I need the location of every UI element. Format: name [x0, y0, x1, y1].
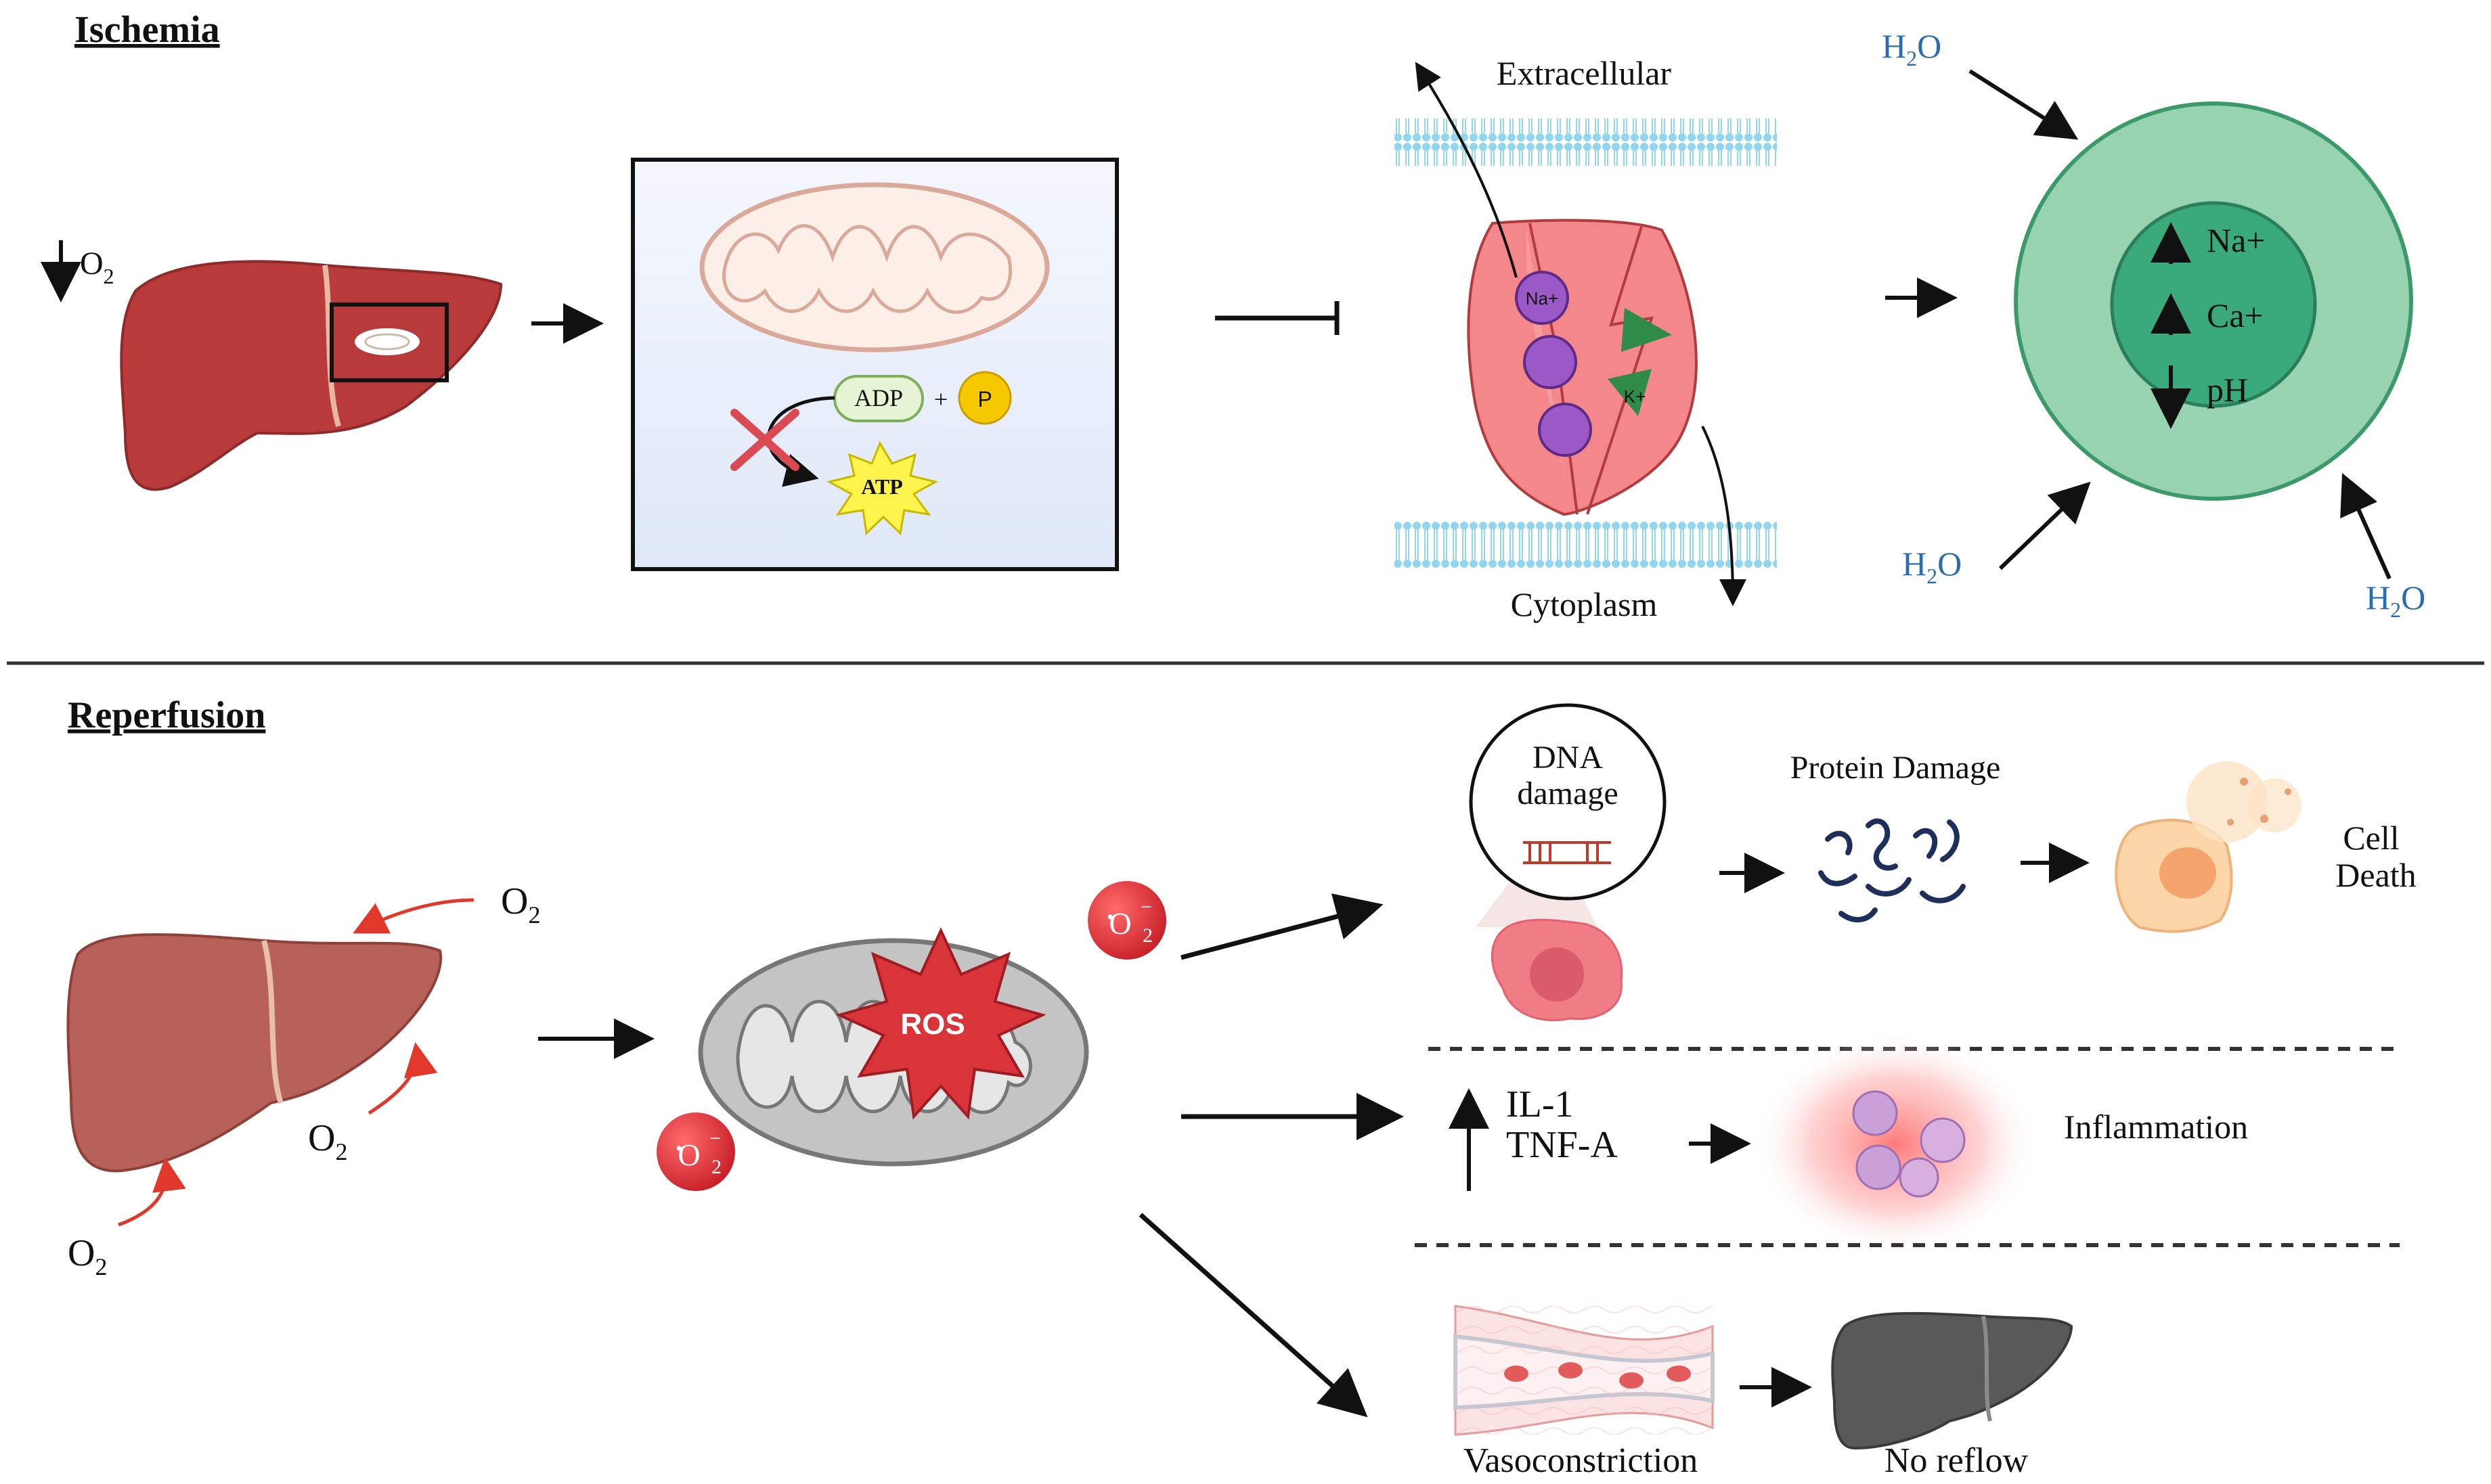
h2o-labels: H2O H2O H2O [1882, 27, 2425, 622]
cell-death-label-2: Death [2335, 856, 2416, 894]
liver-ischemia [120, 260, 503, 491]
no-reflow-label: No reflow [1884, 1441, 2029, 1480]
svg-text:2: 2 [1143, 924, 1153, 947]
constricted-vessel-icon [1453, 1305, 1715, 1436]
inhibition-arrow [1215, 301, 1340, 335]
svg-text:pH: pH [2207, 371, 2248, 409]
svg-text:−: − [1141, 896, 1152, 918]
svg-text:Ca+: Ca+ [2207, 296, 2264, 334]
il1-label: IL-1 [1506, 1083, 1574, 1125]
svg-text:+: + [934, 386, 948, 413]
svg-text:O: O [678, 1138, 700, 1172]
svg-text:O2: O2 [80, 246, 114, 288]
svg-text:DNA: DNA [1533, 740, 1603, 775]
atp-burst-icon [826, 441, 939, 536]
svg-text:ATP: ATP [861, 474, 903, 499]
svg-text:K+: K+ [1624, 386, 1646, 407]
dying-cell [2115, 761, 2301, 933]
protein-damage-label: Protein Damage [1790, 750, 2001, 786]
membrane-bottom [1394, 521, 1777, 568]
na-k-pump: Extracellular Na+ K+ Cytoplasm [1394, 54, 1777, 623]
svg-text:ROS: ROS [900, 1008, 965, 1041]
o2-decrease-indicator: O2 [41, 240, 114, 302]
liver-reperfusion [66, 933, 443, 1173]
svg-text:P: P [977, 387, 992, 411]
svg-text:•: • [676, 1138, 683, 1160]
svg-text:H2O: H2O [1902, 545, 1962, 588]
dna-strand-icon [1523, 841, 1611, 864]
svg-text:−: − [709, 1127, 721, 1150]
mitochondrion-ros: ROS [698, 927, 1089, 1167]
swollen-cell: Na+ Ca+ pH [2014, 102, 2413, 501]
vasoconstriction-label: Vasoconstriction [1463, 1441, 1698, 1480]
svg-text:O2: O2 [308, 1117, 347, 1165]
section-title-ischemia: Ischemia [74, 9, 220, 51]
svg-text:2: 2 [711, 1156, 722, 1178]
dna-damage: DNA damage [1469, 703, 1667, 1022]
superoxide-radical: • O 2 − [1088, 881, 1166, 960]
o2-influx: O2 O2 O2 [68, 880, 540, 1280]
svg-text:Extracellular: Extracellular [1497, 54, 1672, 92]
membrane-top [1394, 118, 1777, 166]
svg-text:Na+: Na+ [2207, 221, 2266, 259]
tnfa-label: TNF-A [1506, 1124, 1618, 1166]
mitochondria-box: ADP + P ATP [631, 158, 1119, 571]
svg-text:ADP: ADP [854, 384, 903, 411]
svg-text:O2: O2 [68, 1232, 107, 1280]
cell-death-label-1: Cell [2343, 819, 2399, 857]
svg-text:O: O [1109, 906, 1131, 941]
superoxide-radical: • O 2 − [657, 1112, 735, 1191]
svg-text:•: • [1107, 906, 1114, 928]
svg-text:O2: O2 [501, 880, 540, 928]
svg-text:H2O: H2O [2366, 579, 2425, 622]
mitochondrion-outline [699, 182, 1050, 353]
svg-text:H2O: H2O [1882, 27, 1941, 70]
arrow-to-vasoconstriction [1139, 1213, 1368, 1418]
protein-fragments-icon [1818, 818, 1966, 922]
svg-text:Cytoplasm: Cytoplasm [1511, 585, 1658, 623]
blocked-x-icon [730, 409, 799, 471]
section-title-reperfusion: Reperfusion [68, 694, 265, 736]
svg-text:Na+: Na+ [1526, 288, 1558, 309]
arrow-to-damage [1181, 893, 1384, 960]
liver-no-reflow [1831, 1311, 2073, 1450]
svg-text:damage: damage [1517, 775, 1618, 811]
inflammation-cells-icon [1753, 1032, 2037, 1255]
inflammation-label: Inflammation [2064, 1108, 2248, 1146]
ros-burst-icon [835, 927, 1046, 1120]
